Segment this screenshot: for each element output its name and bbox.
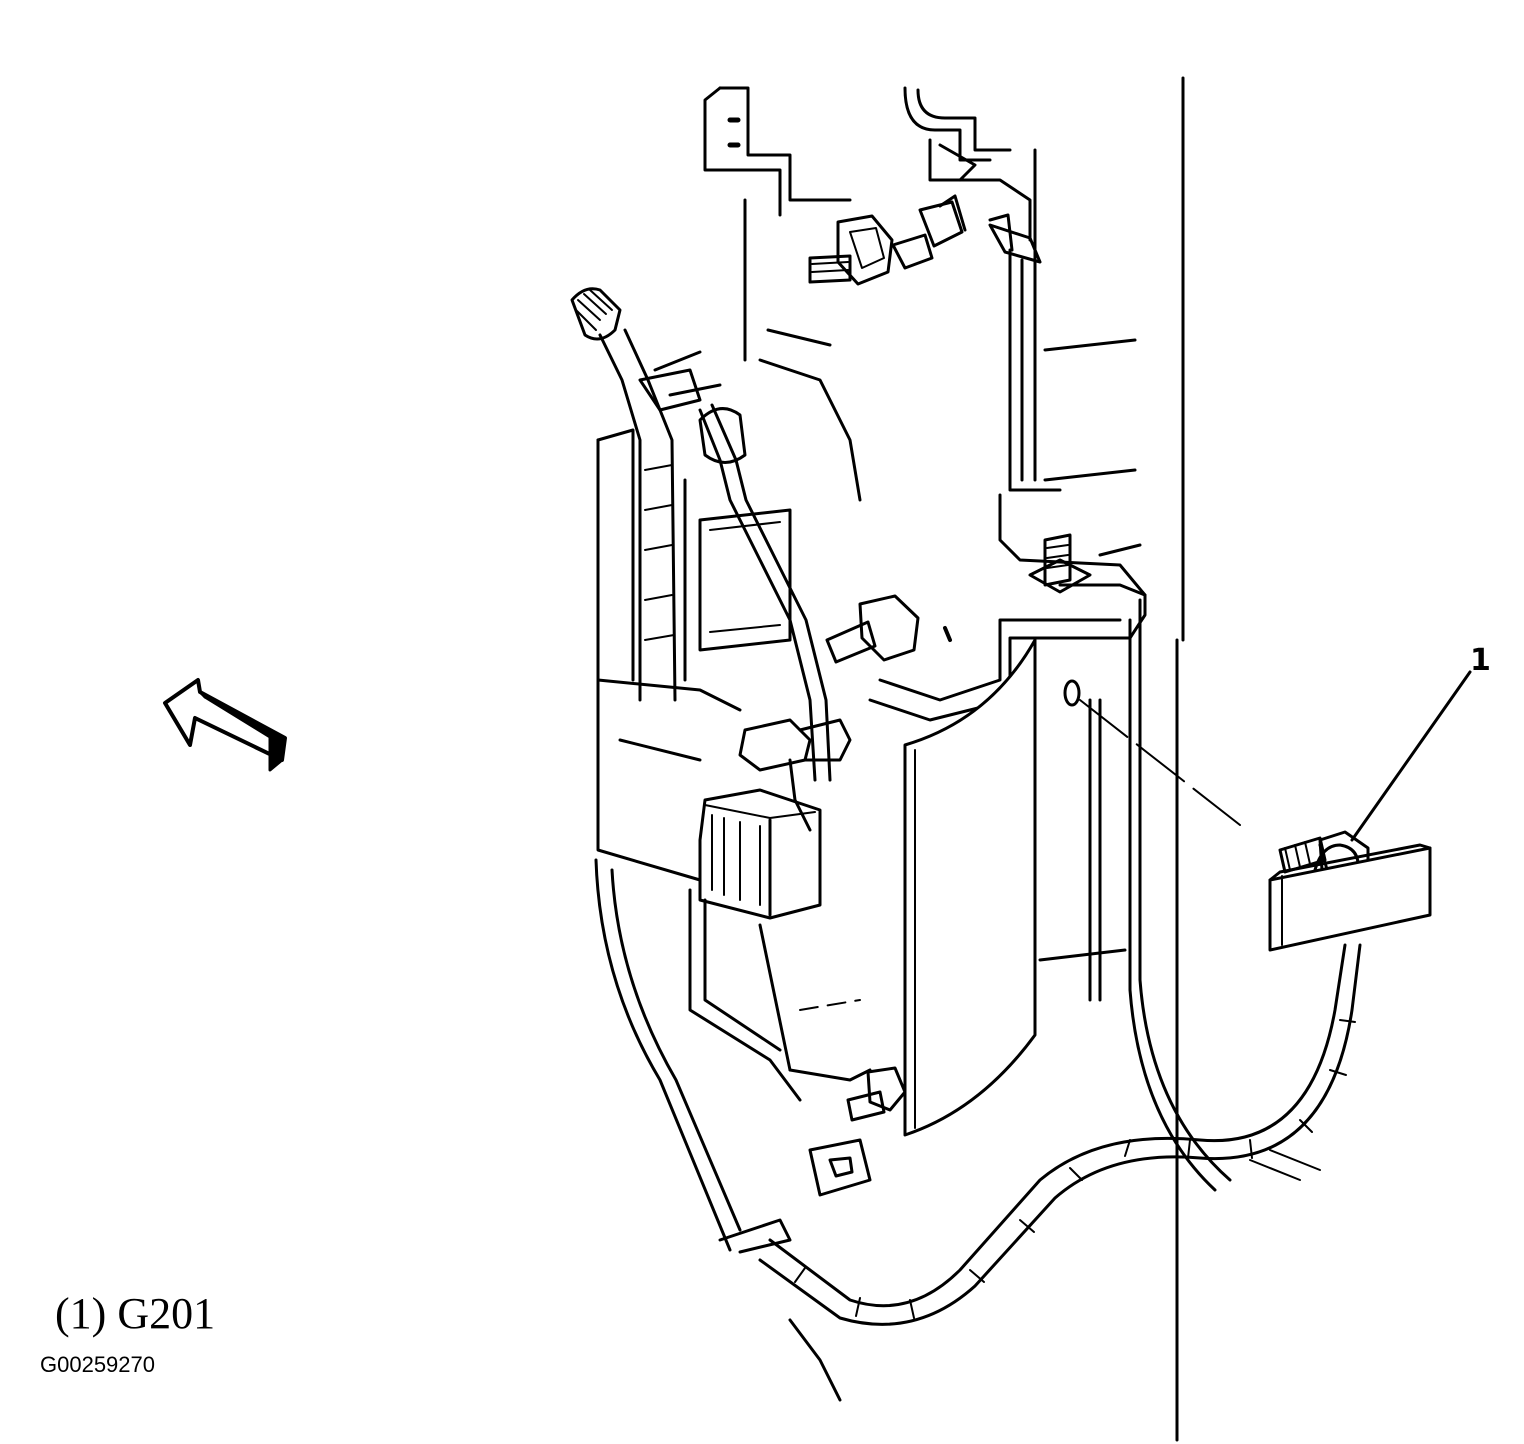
- upper-bracket: [703, 86, 1062, 502]
- lower-studs: [808, 1066, 907, 1197]
- legend-key: (1): [55, 1289, 107, 1338]
- legend-item: (1) G201: [55, 1288, 215, 1339]
- callout-leader-line: [1350, 670, 1472, 842]
- ground-eyelet-icon: [1268, 843, 1432, 952]
- left-panel: [594, 428, 802, 1252]
- center-bracket: [825, 493, 1147, 722]
- figure-id: G00259270: [40, 1352, 155, 1377]
- front-direction-arrow-icon: [163, 678, 287, 772]
- body-pillar: [1033, 76, 1232, 1442]
- curved-shield-panel: [903, 638, 1081, 1137]
- ground-wire: [718, 943, 1362, 1402]
- legend-label: G201: [117, 1289, 216, 1338]
- harness-connector: [698, 718, 872, 1082]
- callout-number-1: 1: [1470, 643, 1491, 678]
- wiring-harness: [570, 287, 832, 782]
- upper-ground-studs: [808, 194, 1042, 286]
